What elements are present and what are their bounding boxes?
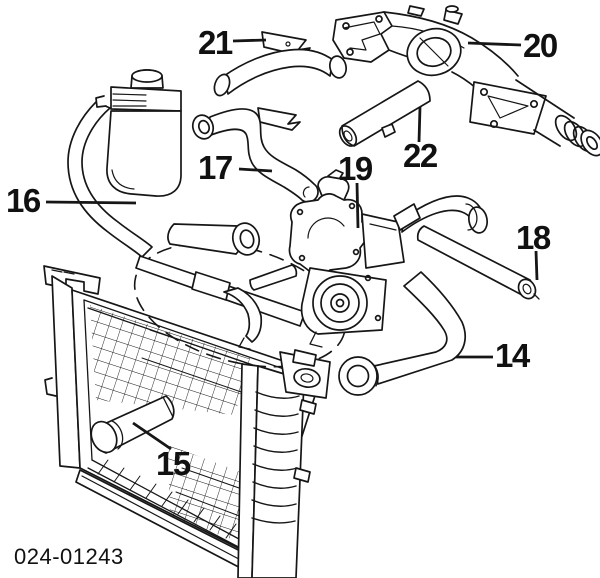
radiator-side-tank-drawing [237, 349, 331, 578]
hose-14-drawing [338, 271, 467, 396]
callout-14[interactable]: 14 [495, 337, 530, 374]
hose-21-drawing [213, 31, 348, 97]
part-code: 024-01243 [14, 544, 124, 569]
callout-21[interactable]: 21 [198, 24, 233, 61]
expansion-tank-drawing [95, 69, 182, 197]
callout-15[interactable]: 15 [156, 445, 191, 482]
callout-leader-lines [45, 38, 539, 451]
hose-17-drawing [191, 107, 319, 203]
hose-22-drawing [338, 80, 431, 147]
callout-18[interactable]: 18 [516, 219, 551, 256]
middle-tube-assembly-drawing [135, 222, 306, 350]
callout-17[interactable]: 17 [198, 149, 233, 186]
callout-22[interactable]: 22 [403, 137, 438, 174]
callout-19[interactable]: 19 [338, 150, 373, 187]
coolant-pipe-assembly-drawing [332, 5, 600, 157]
thermostat-pump-drawing [288, 169, 488, 348]
callout-16[interactable]: 16 [6, 182, 41, 219]
radiator-drawing [43, 265, 323, 575]
hose-18-drawing [416, 225, 540, 300]
hose-16-drawing [67, 101, 153, 258]
callout-20[interactable]: 20 [523, 27, 558, 64]
